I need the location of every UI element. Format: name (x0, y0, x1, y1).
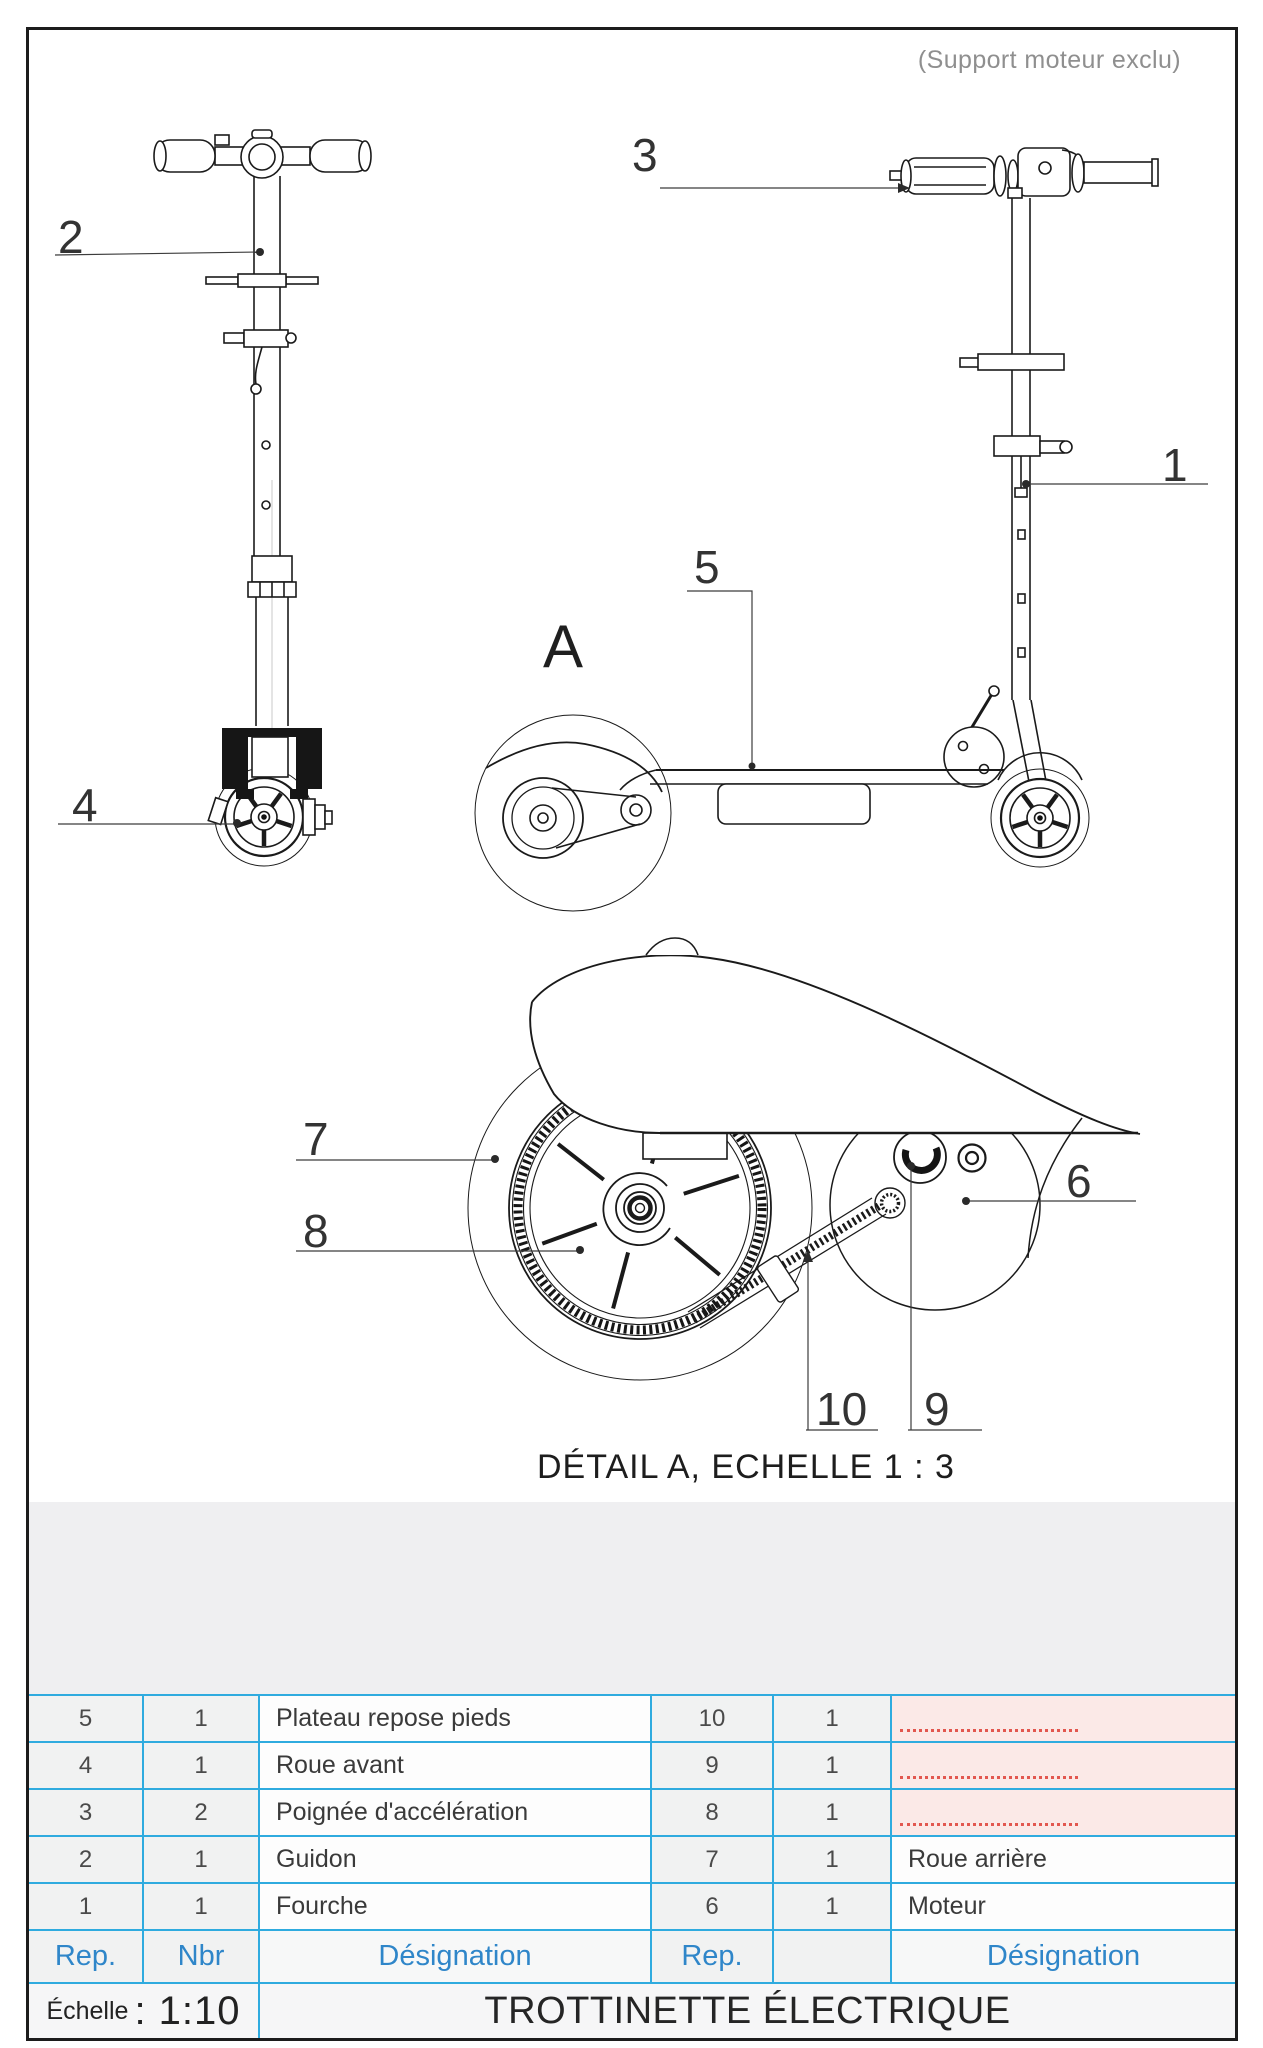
missing-entry-dotted-line (900, 1823, 1078, 1826)
scale-label: Échelle (46, 1996, 129, 2025)
bom-cell-rep: 2 (29, 1837, 144, 1882)
support-note: (Support moteur exclu) (917, 46, 1181, 74)
front-view (153, 129, 372, 867)
bom-header-rep: Rep. (29, 1931, 144, 1982)
detail-view (467, 937, 1141, 1381)
callout-3: 3 (632, 129, 658, 181)
callout-6: 6 (1066, 1155, 1092, 1207)
bom-cell-rep: 10 (652, 1696, 774, 1741)
bom-header-rep: Rep. (652, 1931, 774, 1982)
bom-cell-nbr: 1 (144, 1696, 260, 1741)
bom-cell-designation: Guidon (260, 1837, 652, 1882)
bom-cell-designation-missing (892, 1743, 1235, 1788)
title-block-row: Échelle : 1:10 TROTTINETTE ÉLECTRIQUE (29, 1982, 1235, 2038)
bom-cell-nbr: 1 (144, 1884, 260, 1929)
lower-band (29, 1502, 1235, 1694)
bom-header-designation: Désignation (892, 1931, 1235, 1982)
callout-10: 10 (816, 1383, 868, 1435)
detail-caption: DÉTAIL A, ECHELLE 1 : 3 (537, 1448, 955, 1486)
bom-cell-nbr: 1 (774, 1837, 892, 1882)
bom-header-row: Rep. Nbr Désignation Rep. Désignation (29, 1929, 1235, 1982)
bom-cell-nbr: 2 (144, 1790, 260, 1835)
bom-cell-designation: Fourche (260, 1884, 652, 1929)
side-view (474, 147, 1159, 912)
bom-cell-designation-missing (892, 1790, 1235, 1835)
bom-cell-designation: Roue arrière (892, 1837, 1235, 1882)
callout-7: 7 (303, 1113, 329, 1165)
bom-cell-nbr: 1 (144, 1743, 260, 1788)
scale-value: : 1:10 (134, 1988, 241, 2033)
callout-4: 4 (72, 779, 98, 831)
bom-cell-rep: 1 (29, 1884, 144, 1929)
bom-cell-designation-missing (892, 1696, 1235, 1741)
callout-9: 9 (924, 1383, 950, 1435)
bom-cell-rep: 5 (29, 1696, 144, 1741)
scale-cell: Échelle : 1:10 (29, 1984, 260, 2038)
bom-row: 5 1 Plateau repose pieds 10 1 (29, 1694, 1235, 1741)
bom-cell-nbr: 1 (774, 1884, 892, 1929)
bom-row: 3 2 Poignée d'accélération 8 1 (29, 1788, 1235, 1835)
bill-of-materials: 5 1 Plateau repose pieds 10 1 4 1 Roue a… (29, 1694, 1235, 2038)
bom-cell-designation: Roue avant (260, 1743, 652, 1788)
bom-cell-nbr: 1 (774, 1790, 892, 1835)
bom-cell-rep: 8 (652, 1790, 774, 1835)
bom-cell-rep: 3 (29, 1790, 144, 1835)
drawing-title-cell: TROTTINETTE ÉLECTRIQUE (260, 1984, 1235, 2038)
detail-marker-a: A (543, 613, 584, 680)
callout-1: 1 (1162, 439, 1188, 491)
bom-cell-designation: Plateau repose pieds (260, 1696, 652, 1741)
bom-cell-designation: Poignée d'accélération (260, 1790, 652, 1835)
bom-row: 4 1 Roue avant 9 1 (29, 1741, 1235, 1788)
bom-cell-designation: Moteur (892, 1884, 1235, 1929)
callout-2: 2 (58, 211, 84, 263)
bom-cell-nbr: 1 (774, 1696, 892, 1741)
callout-leaders (54, 183, 1208, 1431)
bom-cell-rep: 4 (29, 1743, 144, 1788)
bom-cell-rep: 6 (652, 1884, 774, 1929)
drawing-title: TROTTINETTE ÉLECTRIQUE (484, 1989, 1011, 2032)
bom-header-designation: Désignation (260, 1931, 652, 1982)
bom-row: 1 1 Fourche 6 1 Moteur (29, 1882, 1235, 1929)
callout-5: 5 (694, 541, 720, 593)
missing-entry-dotted-line (900, 1776, 1078, 1779)
bom-cell-nbr: 1 (774, 1743, 892, 1788)
bom-cell-nbr: 1 (144, 1837, 260, 1882)
bom-header-nbr (774, 1931, 892, 1982)
sheet-frame (26, 27, 1238, 2041)
bom-header-nbr: Nbr (144, 1931, 260, 1982)
bom-cell-rep: 7 (652, 1837, 774, 1882)
missing-entry-dotted-line (900, 1729, 1078, 1732)
bom-row: 2 1 Guidon 7 1 Roue arrière (29, 1835, 1235, 1882)
bom-cell-rep: 9 (652, 1743, 774, 1788)
callout-8: 8 (303, 1205, 329, 1257)
